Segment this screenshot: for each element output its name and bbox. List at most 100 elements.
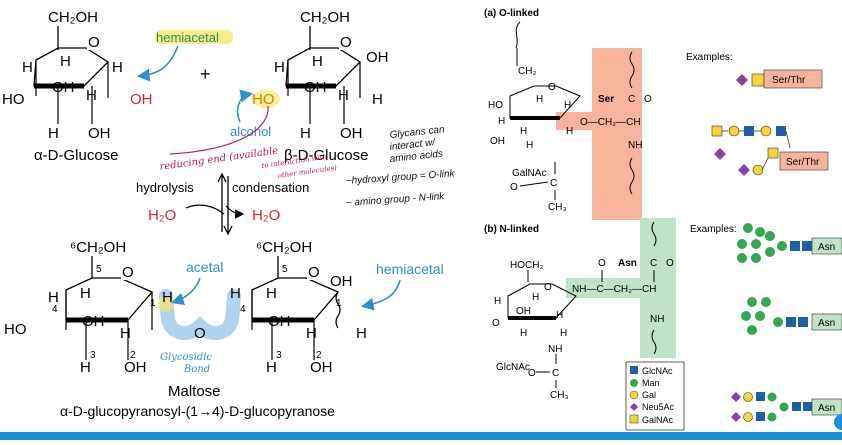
beta-glucose-name: β-D-Glucose — [284, 147, 368, 164]
svg-text:⁶CH₂OH: ⁶CH₂OH — [70, 239, 126, 256]
svg-text:OH: OH — [490, 136, 505, 147]
n-examples-label: Examples: — [690, 224, 737, 235]
svg-text:OH: OH — [124, 359, 147, 376]
alcohol-label: alcohol — [230, 124, 271, 139]
svg-text:H: H — [22, 59, 33, 76]
svg-text:H: H — [498, 116, 505, 127]
svg-text:H: H — [566, 126, 573, 137]
svg-text:1: 1 — [150, 298, 156, 309]
svg-text:CH₂OH: CH₂OH — [300, 9, 350, 26]
asn-link-highlight — [566, 278, 676, 298]
n-example-2: Asn — [741, 297, 842, 335]
svg-text:HO: HO — [2, 91, 25, 108]
svg-text:H: H — [230, 285, 241, 302]
n-example-3: Asn — [731, 392, 842, 422]
svg-text:OH: OH — [330, 273, 353, 290]
svg-text:H: H — [556, 310, 563, 321]
svg-text:O: O — [340, 34, 352, 51]
svg-text:H: H — [532, 292, 539, 303]
ser-link-highlight — [556, 112, 642, 130]
slide-corner-marker — [834, 414, 842, 430]
svg-text:O: O — [548, 82, 556, 93]
gal-symbol — [629, 390, 639, 400]
svg-text:C: C — [650, 258, 657, 269]
hemiacetal-arrow — [136, 45, 179, 82]
maltose-name: Maltose — [168, 383, 221, 400]
svg-text:O: O — [644, 94, 652, 105]
beta-c4-hydroxyl: HO — [252, 91, 275, 108]
asn-label: Asn — [618, 258, 637, 269]
svg-text:Asn: Asn — [818, 242, 835, 253]
o-example-1: Ser/Thr — [736, 69, 823, 89]
svg-text:C: C — [552, 368, 559, 379]
hemiacetal-arrow-2 — [360, 279, 401, 311]
svg-text:H: H — [300, 125, 311, 142]
svg-text:CH₂: CH₂ — [518, 66, 536, 77]
beta-glucose: CH₂OH O H H OH HO OH H H H OH β-D-Glucos… — [252, 9, 389, 164]
svg-text:H: H — [520, 126, 527, 137]
hemiacetal-label: hemiacetal — [156, 30, 219, 45]
svg-text:O: O — [510, 182, 518, 193]
svg-text:O: O — [528, 368, 536, 379]
alpha-ch2oh: CH₂OH — [48, 9, 98, 26]
o-linked-title: (a) O-linked — [484, 8, 539, 19]
slide-bottom-bar — [0, 432, 842, 440]
legend-man: Man — [642, 378, 660, 388]
svg-text:OH: OH — [310, 359, 333, 376]
svg-text:OH: OH — [366, 49, 389, 66]
svg-text:H: H — [80, 359, 91, 376]
svg-text:CH₃: CH₃ — [548, 202, 567, 213]
condensation-label: condensation — [232, 180, 309, 195]
monosaccharide-legend: GlcNAc Man Gal Neu5Ac GalNAc — [625, 361, 685, 431]
glcnac-symbol — [630, 366, 638, 374]
svg-text:HO: HO — [4, 321, 27, 338]
svg-text:H: H — [564, 100, 571, 111]
n-linked-structure: HOCH₂ O H H O OH H H H NH C O CH₃ GlcNAc… — [492, 221, 674, 401]
svg-text:Ser/Thr: Ser/Thr — [786, 157, 820, 168]
o-examples-label: Examples: — [686, 52, 733, 63]
svg-text:O: O — [308, 264, 320, 281]
water-left: H₂O — [148, 207, 176, 224]
galnac-symbol — [629, 414, 639, 424]
svg-text:GlcNAc: GlcNAc — [496, 362, 530, 373]
svg-text:O: O — [598, 258, 606, 269]
svg-text:5: 5 — [282, 264, 288, 275]
svg-text:H: H — [560, 328, 567, 339]
svg-text:NH: NH — [628, 140, 642, 151]
svg-text:OH: OH — [52, 79, 75, 96]
svg-text:HOCH₂: HOCH₂ — [510, 260, 543, 271]
svg-text:H: H — [266, 359, 277, 376]
svg-text:3: 3 — [276, 350, 282, 361]
alpha-glucose-name: α-D-Glucose — [34, 147, 119, 164]
svg-text:⁶CH₂OH: ⁶CH₂OH — [256, 239, 312, 256]
legend-neu5ac: Neu5Ac — [642, 402, 675, 412]
svg-text:H: H — [312, 53, 323, 70]
svg-text:OH: OH — [88, 125, 111, 142]
svg-text:O: O — [492, 318, 500, 329]
svg-text:H: H — [60, 53, 71, 70]
svg-text:O: O — [544, 282, 552, 293]
svg-text:Asn: Asn — [818, 403, 835, 414]
neu5ac-symbol — [630, 403, 638, 411]
n-example-1: Asn — [737, 223, 842, 263]
svg-text:HO: HO — [488, 100, 503, 111]
svg-text:OH: OH — [268, 313, 291, 330]
svg-text:Asn: Asn — [818, 318, 835, 329]
svg-text:H: H — [80, 285, 91, 302]
svg-text:1: 1 — [336, 298, 342, 309]
reducing-end-stroke — [169, 105, 269, 155]
svg-text:O: O — [666, 258, 674, 269]
wavy-bond — [335, 291, 341, 329]
svg-text:H: H — [274, 59, 285, 76]
legend-gal: Gal — [642, 390, 656, 400]
maltose-systematic-name: α-D-glucopyranosyl-(1→4)-D-glucopyranose — [60, 403, 335, 419]
plus-sign: + — [200, 64, 211, 84]
ser-label: Ser — [598, 94, 614, 105]
water-right: H₂O — [252, 207, 280, 224]
glycosidic-note: Glycosidic — [160, 352, 212, 363]
svg-text:Bond: Bond — [183, 364, 210, 375]
svg-text:OH: OH — [516, 306, 531, 317]
svg-text:H: H — [520, 328, 527, 339]
